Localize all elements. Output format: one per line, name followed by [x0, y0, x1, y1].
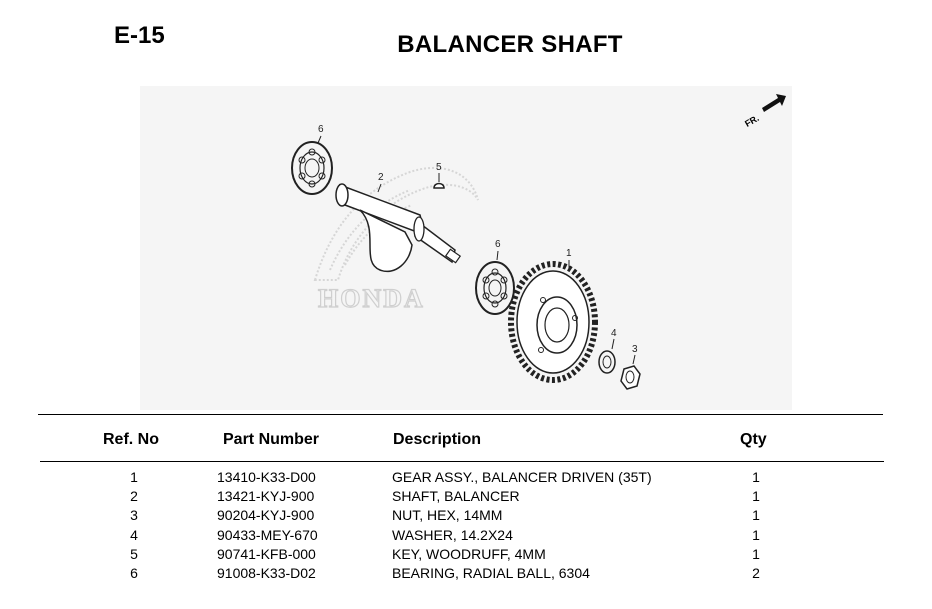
table-row: 3 90204-KYJ-900 NUT, HEX, 14MM 1 [0, 507, 932, 526]
callout-1: 1 [566, 248, 572, 259]
bearing-upper [291, 141, 333, 195]
honda-watermark-text: HONDA [318, 284, 425, 313]
section-code: E-15 [114, 22, 165, 49]
exploded-view: HONDA FR. [291, 94, 786, 390]
part-number: 13421-KYJ-900 [217, 488, 315, 504]
callout-6-upper: 6 [318, 124, 324, 135]
ref-no: 4 [130, 527, 138, 543]
part-number: 13410-K33-D00 [217, 469, 316, 485]
front-direction-label: FR. [743, 113, 761, 129]
header-ref-no: Ref. No [103, 431, 159, 448]
ref-no: 2 [130, 488, 138, 504]
callout-3: 3 [632, 344, 638, 355]
bearing-lower [475, 261, 515, 315]
header-qty: Qty [740, 431, 767, 448]
header-description: Description [393, 431, 482, 448]
table-row: 1 13410-K33-D00 GEAR ASSY., BALANCER DRI… [0, 469, 932, 488]
balancer-driven-gear [508, 261, 598, 383]
callout-2: 2 [378, 172, 384, 183]
description: GEAR ASSY., BALANCER DRIVEN (35T) [392, 469, 652, 485]
description: NUT, HEX, 14MM [392, 507, 503, 523]
hex-nut [620, 365, 641, 390]
ref-no: 1 [130, 469, 138, 485]
page-title: BALANCER SHAFT [397, 31, 623, 58]
part-number: 90433-MEY-670 [217, 527, 318, 543]
description: SHAFT, BALANCER [392, 488, 520, 504]
woodruff-key [433, 182, 445, 189]
part-number: 90204-KYJ-900 [217, 507, 315, 523]
ref-no: 5 [130, 546, 138, 562]
callouts: 6 2 5 6 1 4 3 [317, 124, 638, 365]
description: BEARING, RADIAL BALL, 6304 [392, 565, 590, 581]
quantity: 1 [752, 469, 760, 485]
description: KEY, WOODRUFF, 4MM [392, 546, 546, 562]
part-number: 91008-K33-D02 [217, 565, 316, 581]
table-row: 5 90741-KFB-000 KEY, WOODRUFF, 4MM 1 [0, 546, 932, 565]
description: WASHER, 14.2X24 [392, 527, 513, 543]
part-number: 90741-KFB-000 [217, 546, 316, 562]
table-row: 6 91008-K33-D02 BEARING, RADIAL BALL, 63… [0, 565, 932, 584]
callout-4: 4 [611, 328, 617, 339]
parts-diagram: HONDA FR. [140, 86, 792, 410]
balancer-shaft [335, 183, 462, 273]
ref-no: 3 [130, 507, 138, 523]
header-part-number: Part Number [223, 431, 320, 448]
table-top-rule [38, 414, 883, 415]
quantity: 1 [752, 527, 760, 543]
table-row: 4 90433-MEY-670 WASHER, 14.2X24 1 [0, 527, 932, 546]
table-row: 2 13421-KYJ-900 SHAFT, BALANCER 1 [0, 488, 932, 507]
callout-5: 5 [436, 162, 442, 173]
table-header-rule [40, 461, 884, 462]
front-direction-icon: FR. [743, 94, 786, 129]
quantity: 2 [752, 565, 760, 581]
callout-6-lower: 6 [495, 239, 501, 250]
quantity: 1 [752, 507, 760, 523]
quantity: 1 [752, 546, 760, 562]
quantity: 1 [752, 488, 760, 504]
washer [598, 350, 616, 374]
ref-no: 6 [130, 565, 138, 581]
